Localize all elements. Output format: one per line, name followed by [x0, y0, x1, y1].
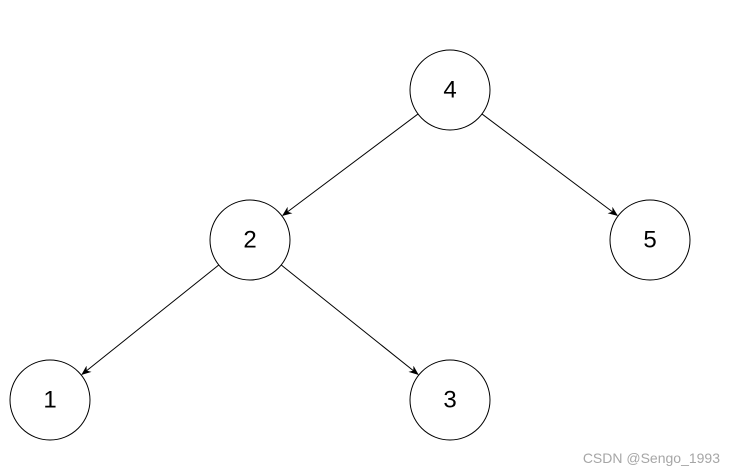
edge-n2-n3 — [274, 259, 419, 376]
edges-layer — [81, 108, 619, 376]
node-circle — [409, 359, 491, 441]
nodes-layer: 4 2 5 1 3 — [9, 49, 691, 441]
watermark: CSDN @Sengo_1993 — [582, 450, 720, 466]
node-circle — [209, 199, 291, 281]
node-circle — [609, 199, 691, 281]
tree-node-5: 5 — [609, 199, 691, 281]
tree-node-4: 4 — [409, 49, 491, 131]
node-label: 4 — [443, 77, 456, 104]
edge-n4-n2 — [281, 108, 425, 216]
tree-node-2: 2 — [209, 199, 291, 281]
tree-node-1: 1 — [9, 359, 91, 441]
node-circle — [9, 359, 91, 441]
node-label: 1 — [43, 387, 56, 414]
tree-node-3: 3 — [409, 359, 491, 441]
node-label: 3 — [443, 387, 456, 414]
edge-n4-n5 — [475, 108, 619, 216]
node-label: 5 — [643, 227, 656, 254]
edge-n2-n1 — [81, 259, 226, 376]
node-circle — [409, 49, 491, 131]
node-label: 2 — [243, 227, 256, 254]
